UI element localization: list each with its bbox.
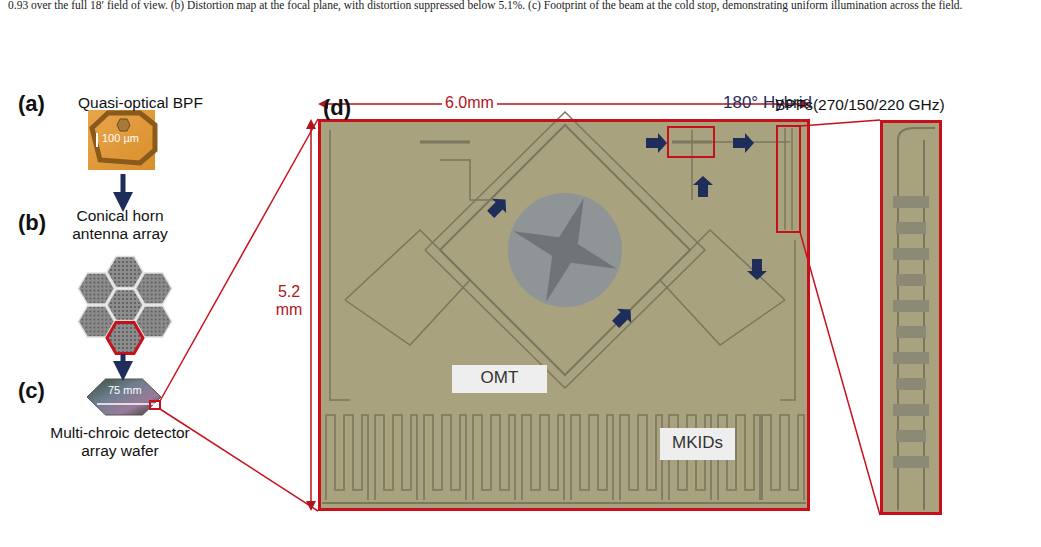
panel-title: Quasi-optical BPF — [78, 94, 203, 112]
mkid-meander — [762, 415, 804, 500]
mkid-meander — [571, 415, 613, 500]
dimension-head — [306, 119, 316, 129]
mkid-meander — [473, 415, 515, 500]
panel-title: BPFs(270/150/220 GHz) — [775, 96, 945, 114]
mkid-meander — [424, 415, 466, 500]
pixel-marker — [150, 401, 160, 409]
panel-letter: (a) — [18, 91, 45, 116]
horn-hex — [136, 273, 172, 304]
dimension-label: 75 mm — [108, 384, 142, 397]
filter-stub — [896, 222, 926, 234]
bpf-marker — [777, 126, 800, 232]
chip-trace — [691, 130, 693, 200]
wafer-dimension-line — [97, 403, 156, 405]
filter-stub — [896, 378, 926, 390]
part-label: OMT — [452, 368, 547, 388]
filter-stub — [893, 300, 929, 312]
wafer — [87, 379, 161, 415]
dimension-label: 5.2 mm — [271, 283, 307, 320]
inset-line — [923, 140, 925, 510]
dimension-label: 6.0mm — [442, 94, 497, 112]
bpf-hex-frame — [92, 113, 155, 163]
inset-frame: BPFs(270/150/220 GHz) — [880, 120, 942, 515]
mkid-meander — [522, 415, 564, 500]
filter-stub — [893, 404, 929, 416]
scale-label: 100 µm — [102, 132, 139, 145]
filter-line — [791, 128, 793, 230]
chip-photo — [318, 119, 810, 511]
panel-title: Conical horn antenna array — [65, 207, 175, 243]
filter-stub — [896, 430, 926, 442]
filter-stub — [893, 248, 929, 260]
image-panel: (b) Conical horn antenna array — [15, 205, 231, 352]
horn-hex-highlight — [107, 322, 143, 353]
chip-trace — [330, 130, 350, 400]
signal-arrow — [733, 133, 754, 153]
filter-stub — [893, 196, 929, 208]
inset-line — [898, 128, 935, 140]
horn-hex — [78, 273, 114, 304]
signal-arrow — [609, 302, 638, 331]
inset-photo — [880, 120, 942, 515]
chip-trace — [425, 112, 705, 388]
signal-arrow — [646, 133, 667, 153]
label-box: OMT — [452, 365, 547, 393]
chip-trace — [440, 160, 500, 200]
part-label: MKIDs — [660, 433, 735, 453]
chip-trace — [345, 230, 470, 345]
flow-arrow — [121, 174, 126, 202]
image-panel: (a) Quasi-optical BPF 100 µm — [15, 88, 231, 172]
signal-arrow — [693, 176, 713, 197]
horn-hex — [107, 289, 143, 320]
panel-letter: (d) — [323, 95, 351, 120]
mkid-meander — [620, 415, 662, 500]
hybrid-structure — [420, 141, 470, 144]
chip-trace — [780, 240, 795, 400]
hybrid-marker — [668, 127, 714, 157]
horn-hex — [107, 256, 143, 287]
image-panel: (c) 75 mm Multi-chroic detector array wafe… — [15, 374, 231, 466]
dimension-line — [310, 123, 312, 507]
omt-probes — [495, 180, 636, 321]
bpf-center-hex — [117, 119, 130, 131]
caption-fragment: 0.93 over the full 18′ field of view. (b… — [8, 0, 1033, 12]
filter-stub — [893, 456, 929, 468]
filter-stub — [893, 352, 929, 364]
chip-trace — [440, 125, 690, 375]
filter-line — [784, 128, 786, 230]
label-box: MKIDs — [660, 428, 735, 460]
dimension-head — [306, 501, 316, 511]
mkid-meander — [375, 415, 417, 500]
chip-frame: (d)OMTMKIDs — [318, 119, 810, 511]
signal-arrow — [747, 259, 767, 280]
panel-letter: (c) — [18, 378, 45, 403]
inset-line — [897, 140, 899, 510]
mkid-meander — [326, 415, 368, 500]
panel-title: Multi-chroic detector array wafer — [45, 424, 195, 460]
bpf-photo — [88, 110, 155, 170]
feedline — [322, 502, 806, 504]
scale-bar — [96, 133, 98, 147]
chip-trace — [660, 230, 785, 345]
filter-stub — [896, 274, 926, 286]
filter-stub — [896, 326, 926, 338]
flow-arrow — [121, 354, 126, 371]
panel-letter: (b) — [18, 210, 46, 235]
signal-arrow — [484, 192, 513, 221]
zoom-leader — [800, 120, 880, 126]
zoom-leader — [800, 232, 880, 515]
zoom-leader — [160, 119, 318, 401]
